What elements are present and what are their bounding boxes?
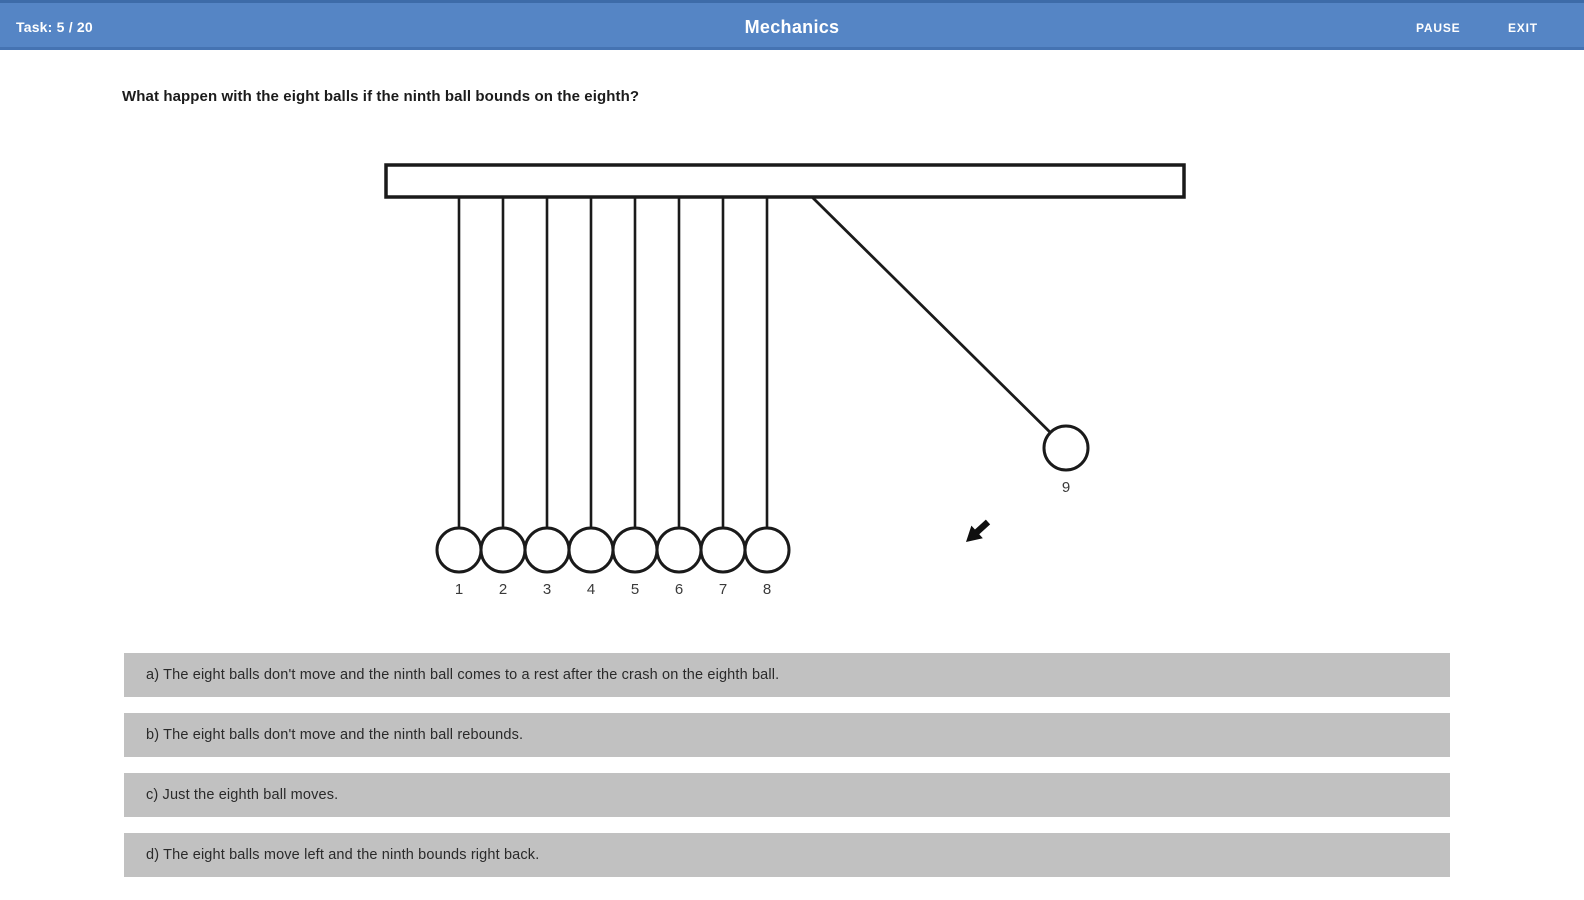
newtons-cradle-diagram: 1 2 3 4 5 6 7 8 9	[0, 130, 1584, 620]
ball-label-9: 9	[1062, 479, 1070, 496]
ball-1	[435, 526, 483, 574]
option-c[interactable]: c) Just the eighth ball moves.	[124, 773, 1450, 817]
option-a[interactable]: a) The eight balls don't move and the ni…	[124, 653, 1450, 697]
ball-2	[479, 526, 527, 574]
option-d[interactable]: d) The eight balls move left and the nin…	[124, 833, 1450, 877]
support-frame	[384, 163, 1186, 199]
question-text: What happen with the eight balls if the …	[122, 88, 640, 105]
ball-label-8: 8	[763, 581, 771, 598]
cradle-svg: 1 2 3 4 5 6 7 8 9	[384, 163, 1186, 598]
option-d-label: d) The eight balls move left and the nin…	[146, 847, 540, 863]
option-b[interactable]: b) The eight balls don't move and the ni…	[124, 713, 1450, 757]
ball-label-6: 6	[675, 581, 683, 598]
option-c-label: c) Just the eighth ball moves.	[146, 787, 339, 803]
ball-6	[655, 526, 703, 574]
motion-arrow-icon	[966, 519, 991, 542]
ball-5	[611, 526, 659, 574]
pause-button[interactable]: PAUSE	[1416, 21, 1461, 35]
ball-label-4: 4	[587, 581, 595, 598]
string-9	[811, 196, 1052, 434]
page-title: Mechanics	[744, 17, 840, 37]
ball-label-7: 7	[719, 581, 727, 598]
exit-button[interactable]: EXIT	[1508, 21, 1538, 35]
ball-8	[743, 526, 791, 574]
option-b-label: b) The eight balls don't move and the ni…	[146, 727, 524, 743]
ball-label-3: 3	[543, 581, 551, 598]
app-header: Task: 5 / 20 Mechanics PAUSE EXIT	[0, 0, 1584, 50]
ball-4	[567, 526, 615, 574]
ball-7	[699, 526, 747, 574]
ball-9	[1042, 424, 1090, 472]
answer-options-list: a) The eight balls don't move and the ni…	[124, 653, 1450, 893]
task-counter: Task: 5 / 20	[16, 19, 93, 35]
ball-label-2: 2	[499, 581, 507, 598]
ball-label-5: 5	[631, 581, 639, 598]
ball-3	[523, 526, 571, 574]
option-a-label: a) The eight balls don't move and the ni…	[146, 667, 780, 683]
ball-label-1: 1	[455, 581, 463, 598]
